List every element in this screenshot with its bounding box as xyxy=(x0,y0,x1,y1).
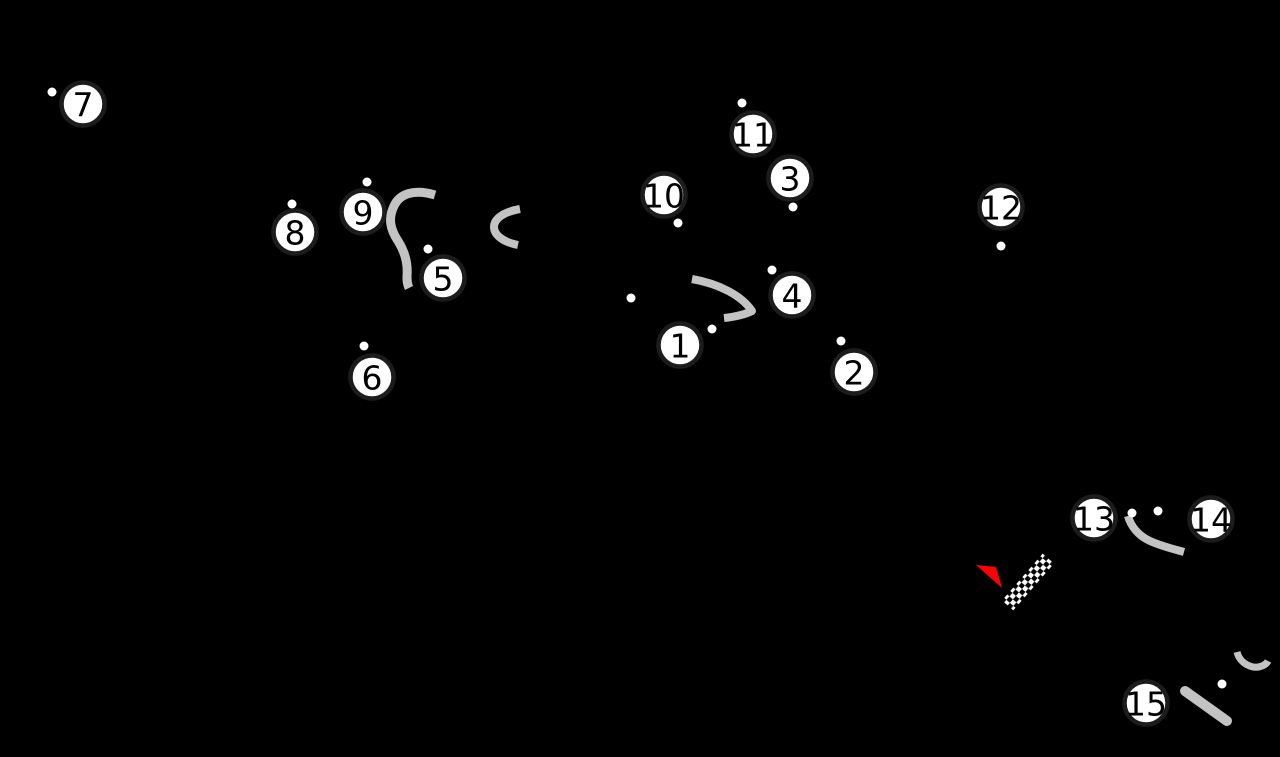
turn-marker-4: 4 xyxy=(768,271,816,319)
turn-marker-7: 7 xyxy=(59,80,107,128)
turn-marker-circle xyxy=(768,271,816,319)
turn-marker-circle xyxy=(729,110,777,158)
turn-marker-circle xyxy=(59,80,107,128)
turn-marker-circle xyxy=(656,321,704,369)
turn-marker-label: 4 xyxy=(782,277,803,316)
turn-marker-label: 15 xyxy=(1125,685,1167,724)
turn-marker-2: 2 xyxy=(830,348,878,396)
apex-dot xyxy=(737,98,747,108)
apex-dot xyxy=(767,265,777,275)
track-segment-esses-near-turn-9 xyxy=(386,187,437,291)
turn-marker-5: 5 xyxy=(419,254,467,302)
turn-marker-label: 7 xyxy=(73,86,94,125)
turn-marker-15: 15 xyxy=(1122,679,1170,727)
pit-entry-flag xyxy=(976,565,1002,588)
turn-marker-circle xyxy=(1122,679,1170,727)
turn-marker-11: 11 xyxy=(729,110,777,158)
track-segments-layer xyxy=(386,187,1272,726)
turn-marker-label: 9 xyxy=(353,194,374,233)
turn-marker-label: 11 xyxy=(732,116,774,155)
turn-marker-circle xyxy=(348,353,396,401)
apex-dot xyxy=(1153,506,1163,516)
turn-marker-label: 3 xyxy=(780,160,801,199)
turn-marker-circle xyxy=(766,154,814,202)
apex-dot xyxy=(836,336,846,346)
apex-dot xyxy=(47,87,57,97)
turn-marker-circle xyxy=(1070,494,1118,542)
apex-dot xyxy=(707,324,717,334)
start-finish-line xyxy=(999,551,1057,613)
turn-marker-circle xyxy=(419,254,467,302)
turn-marker-10: 10 xyxy=(640,171,688,219)
turn-marker-circle xyxy=(977,183,1025,231)
turn-marker-circle xyxy=(1187,495,1235,543)
turn-marker-circle xyxy=(640,171,688,219)
turn-marker-1: 1 xyxy=(656,321,704,369)
turn-marker-label: 2 xyxy=(844,354,865,393)
turn-marker-circle xyxy=(830,348,878,396)
track-segment-sweep-near-turn-13 xyxy=(1124,514,1186,556)
pit-entry-flag-triangle xyxy=(976,565,1002,588)
turn-marker-label: 1 xyxy=(670,327,691,366)
turn-marker-13: 13 xyxy=(1070,494,1118,542)
turn-marker-9: 9 xyxy=(339,188,387,236)
apex-dot xyxy=(362,177,372,187)
apex-dot xyxy=(996,241,1006,251)
start-finish-checker xyxy=(1002,553,1054,611)
turn-marker-6: 6 xyxy=(348,353,396,401)
apex-dots-layer xyxy=(47,87,1227,689)
track-segment-hook-near-turn-14 xyxy=(1233,650,1272,671)
turn-marker-label: 13 xyxy=(1073,500,1115,539)
apex-dot xyxy=(673,218,683,228)
turn-marker-circle xyxy=(271,208,319,256)
turn-marker-label: 6 xyxy=(362,359,383,398)
apex-dot xyxy=(626,293,636,303)
turn-marker-12: 12 xyxy=(977,183,1025,231)
track-segment-chevron-near-turn-4 xyxy=(691,275,756,322)
apex-dot xyxy=(359,341,369,351)
track-segment-straight-near-turn-15 xyxy=(1180,686,1232,726)
turn-marker-label: 5 xyxy=(433,260,454,299)
track-segment-crescent-near-turn-5 xyxy=(490,205,521,249)
apex-dot xyxy=(1127,508,1137,518)
apex-dot xyxy=(423,244,433,254)
turn-marker-label: 14 xyxy=(1190,501,1232,540)
apex-dot xyxy=(788,202,798,212)
turn-marker-label: 8 xyxy=(285,214,306,253)
apex-dot xyxy=(287,199,297,209)
turn-marker-14: 14 xyxy=(1187,495,1235,543)
apex-dot xyxy=(1217,679,1227,689)
turn-marker-label: 10 xyxy=(643,177,685,216)
turn-marker-label: 12 xyxy=(980,189,1022,228)
turn-marker-3: 3 xyxy=(766,154,814,202)
turn-marker-8: 8 xyxy=(271,208,319,256)
turn-marker-circle xyxy=(339,188,387,236)
